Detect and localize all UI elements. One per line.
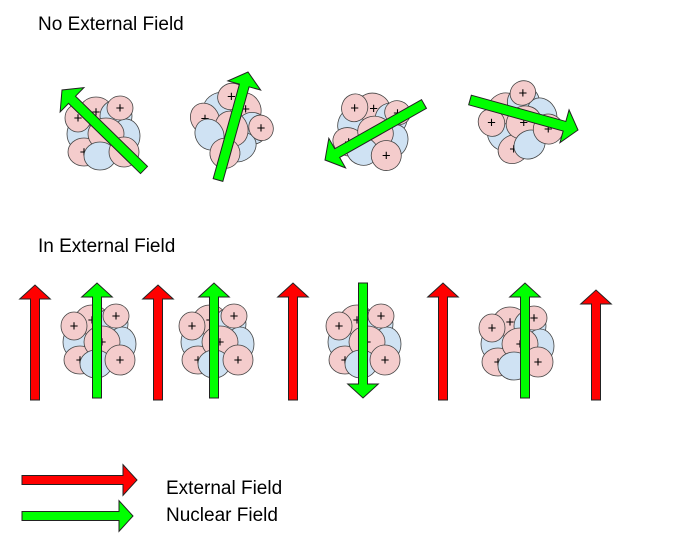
proton	[477, 108, 506, 137]
proton	[248, 114, 274, 142]
proton	[102, 303, 130, 329]
proton-sign: +	[487, 115, 496, 132]
nuclear-field-arrow	[212, 71, 262, 182]
proton-sign: +	[530, 310, 539, 327]
proton-sign: +	[353, 312, 362, 329]
external-field-arrow	[579, 289, 613, 401]
legend-external-field-label: External Field	[166, 478, 283, 499]
proton-sign: +	[381, 352, 390, 369]
proton-sign: +	[241, 101, 250, 118]
proton	[222, 344, 254, 376]
proton-sign: +	[234, 352, 243, 369]
nucleus-aligned-2: ++++++	[178, 303, 255, 379]
proton-sign: +	[506, 314, 515, 331]
proton-sign: +	[519, 114, 528, 131]
proton-sign: +	[544, 121, 553, 138]
proton-sign: +	[227, 88, 236, 105]
proton	[509, 80, 537, 106]
nuclear-field-arrow	[468, 94, 579, 144]
proton-sign: +	[377, 308, 386, 325]
proton-sign: +	[230, 308, 239, 325]
proton	[104, 344, 136, 376]
proton	[369, 344, 401, 376]
legend-nuclear-field-label: Nuclear Field	[166, 505, 278, 526]
proton	[370, 140, 402, 171]
external-field-arrow	[141, 284, 175, 401]
proton-sign: +	[74, 110, 83, 127]
proton-sign: +	[369, 100, 378, 117]
external-field-arrow	[426, 282, 460, 401]
proton-sign: +	[335, 318, 344, 335]
proton-sign: +	[116, 100, 125, 117]
proton-sign: +	[112, 308, 121, 325]
proton-sign: +	[116, 352, 125, 369]
nuclear-field-arrow	[324, 98, 428, 169]
in-external-field-title: In External Field	[38, 236, 176, 257]
proton-sign: +	[509, 141, 518, 158]
legend-nuclear-field-arrow	[21, 499, 134, 533]
proton-sign: +	[382, 148, 391, 165]
proton-sign: +	[188, 318, 197, 335]
proton-sign: +	[70, 318, 79, 335]
nuclear-field-arrow	[346, 282, 380, 399]
proton-sign: +	[350, 100, 359, 117]
proton-sign: +	[98, 334, 107, 351]
external-field-arrow	[276, 282, 310, 401]
legend-external-field-arrow	[21, 463, 138, 497]
nuclear-field-arrow	[508, 282, 542, 399]
proton	[220, 303, 248, 329]
proton-sign: +	[518, 85, 527, 102]
nuclear-field-arrow	[80, 282, 114, 399]
proton	[341, 93, 369, 123]
proton	[178, 311, 206, 341]
nucleus-aligned-4: ++++++	[478, 305, 555, 381]
nuclear-field-arrow	[197, 282, 231, 399]
proton-sign: +	[488, 320, 497, 337]
proton	[60, 311, 88, 341]
proton-sign: +	[92, 104, 101, 121]
proton-sign: +	[534, 354, 543, 371]
proton	[106, 95, 134, 121]
external-field-arrow	[18, 284, 52, 401]
proton	[325, 311, 353, 341]
nuclear-field-arrow	[59, 86, 149, 175]
proton-sign: +	[257, 120, 266, 137]
proton	[478, 313, 506, 343]
no-external-field-title: No External Field	[38, 14, 184, 35]
proton-sign: +	[216, 334, 225, 351]
